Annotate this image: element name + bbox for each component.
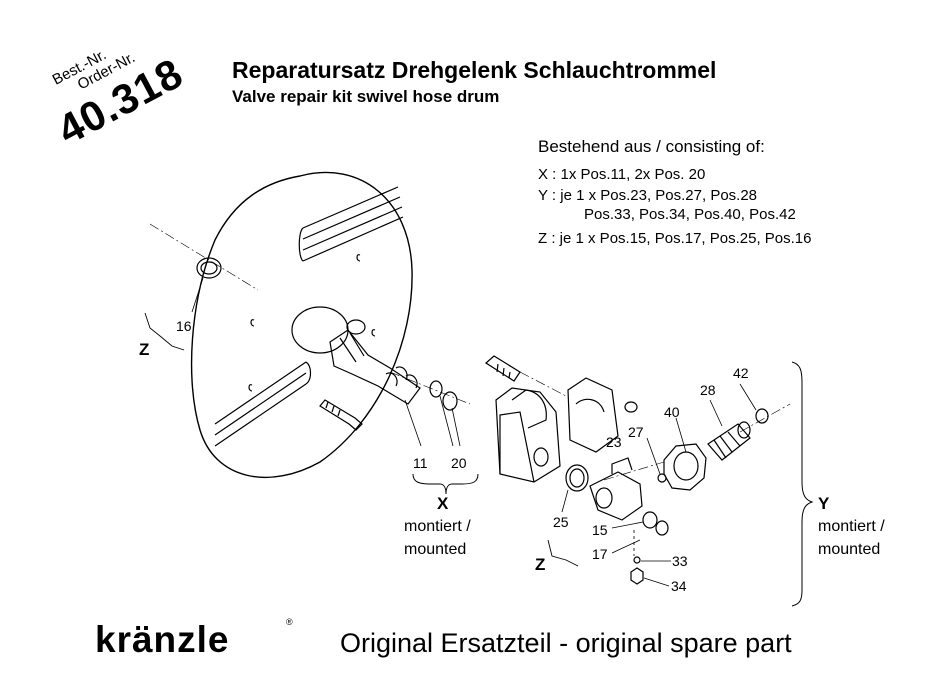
group-y-mounted-de: montiert / [818, 518, 885, 535]
callout-23: 23 [606, 434, 622, 450]
callout-40: 40 [664, 404, 680, 420]
callout-16: 16 [176, 318, 192, 334]
clamp-half [567, 377, 619, 453]
part-40-nut [663, 417, 707, 491]
part-42-o-ring [739, 383, 769, 424]
callout-34: 34 [671, 578, 687, 594]
part-20-o-rings [429, 380, 461, 447]
group-z-lower-label: Z [535, 555, 546, 574]
callout-20: 20 [451, 455, 467, 471]
callout-11: 11 [413, 455, 428, 471]
callout-25: 25 [553, 514, 569, 530]
part-28-nipple [707, 399, 751, 461]
group-x-bracket [412, 473, 479, 495]
callout-27: 27 [628, 424, 644, 440]
consisting-x-line: X : 1x Pos.11, 2x Pos. 20 [538, 166, 706, 183]
callout-17: 17 [592, 546, 608, 562]
kranzle-logo: kränzle [95, 619, 230, 660]
callout-33: 33 [672, 553, 688, 569]
callout-28: 28 [700, 382, 716, 398]
part-25-ring [561, 464, 589, 513]
callout-15: 15 [592, 522, 608, 538]
group-y-label: Y [818, 494, 830, 513]
title-german: Reparatursatz Drehgelenk Schlauchtrommel [232, 57, 717, 83]
part-15-17-seals [611, 511, 669, 554]
group-z-upper-label: Z [139, 340, 150, 359]
group-z-upper-bracket [144, 312, 185, 351]
callout-42: 42 [733, 365, 749, 381]
footer-original-part-text: Original Ersatzteil - original spare par… [340, 628, 792, 658]
assembly-axis-lines [149, 223, 791, 481]
group-x-mounted-en: mounted [404, 541, 467, 558]
consisting-y-line-2: Pos.33, Pos.34, Pos.40, Pos.42 [584, 206, 796, 223]
group-z-lower-bracket [547, 539, 579, 567]
part-16-ring [191, 257, 222, 313]
hose-drum-disc [190, 171, 413, 479]
registered-mark: ® [286, 617, 293, 627]
part-27-33-34 [630, 437, 671, 587]
screw-parts [319, 355, 638, 431]
part-23-elbow [589, 457, 643, 521]
part-11-swivel-shaft [329, 319, 422, 447]
consisting-heading: Bestehend aus / consisting of: [538, 137, 765, 156]
title-english: Valve repair kit swivel hose drum [232, 87, 500, 106]
swivel-housing-block [495, 387, 561, 483]
consisting-z-line: Z : je 1 x Pos.15, Pos.17, Pos.25, Pos.1… [538, 230, 812, 247]
group-x-mounted-de: montiert / [404, 518, 471, 535]
group-x-label: X [437, 494, 449, 513]
group-y-bracket [791, 361, 814, 607]
group-y-mounted-en: mounted [818, 541, 881, 558]
consisting-y-line-1: Y : je 1 x Pos.23, Pos.27, Pos.28 [538, 187, 758, 204]
